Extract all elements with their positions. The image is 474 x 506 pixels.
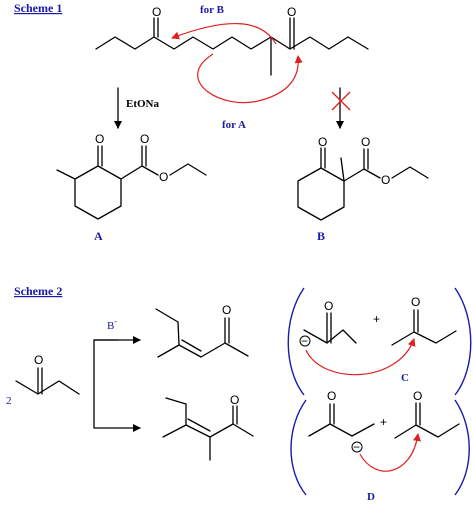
- diester-starting-material: O O: [95, 5, 369, 76]
- butanone-d-oxygen: O: [413, 389, 422, 403]
- enolate-d-structure: O −: [308, 389, 375, 454]
- product-1-oxygen: O: [222, 303, 231, 317]
- product-b-ester-oxygen: O: [381, 173, 390, 187]
- product-b-structure: O O O: [297, 135, 429, 221]
- reagent-label: EtONa: [126, 98, 160, 110]
- stoichiometric-coefficient: 2: [6, 395, 12, 407]
- enolate-d-oxygen: O: [327, 389, 336, 403]
- bracket-d: [290, 399, 470, 496]
- plus-sign-d: +: [380, 415, 387, 429]
- product-b-ketone-oxygen: O: [318, 135, 327, 149]
- enolate-c-charge: −: [301, 334, 308, 348]
- bracket-c: [287, 287, 472, 396]
- carbonyl-oxygen-right: O: [287, 5, 296, 19]
- aldol-condensation-product-1: O: [155, 303, 249, 358]
- product-a-structure: O O O: [56, 132, 207, 220]
- scheme2-title: Scheme 2: [14, 284, 62, 298]
- label-for-b: for B: [200, 4, 225, 16]
- butanone-c-oxygen: O: [411, 295, 420, 309]
- mechanism-arrow-d: [359, 433, 421, 472]
- blocked-cross-mark: [331, 91, 351, 111]
- enolate-c-structure: O −: [299, 299, 357, 348]
- mechanism-arrow-for-a: [197, 53, 303, 104]
- aldol-condensation-product-2: O: [162, 393, 254, 461]
- mechanism-arrow-for-b: [171, 23, 277, 45]
- scheme1-title: Scheme 1: [14, 1, 62, 15]
- butanone-oxygen: O: [34, 353, 43, 367]
- label-c: C: [401, 372, 409, 384]
- butanone-electrophile-d: O: [394, 389, 460, 439]
- butanone-reactant: O: [15, 353, 80, 395]
- butanone-electrophile-c: O: [391, 295, 457, 346]
- enolate-d-charge: −: [353, 440, 360, 454]
- label-for-a: for A: [222, 119, 246, 131]
- product-b-ester-carbonyl-oxygen: O: [361, 135, 370, 149]
- product-a-ester-carbonyl-oxygen: O: [140, 132, 149, 146]
- product-2-oxygen: O: [230, 393, 239, 407]
- branching-reaction-arrows: [93, 336, 141, 432]
- label-d: D: [367, 491, 375, 503]
- mechanism-arrow-c: [305, 338, 416, 376]
- base-label: B-: [107, 317, 117, 332]
- product-a-ester-oxygen: O: [159, 170, 168, 184]
- plus-sign-c: +: [373, 312, 380, 326]
- enolate-c-oxygen: O: [324, 299, 333, 313]
- product-a-label: A: [94, 229, 103, 243]
- carbonyl-oxygen-left: O: [152, 5, 161, 19]
- product-b-label: B: [317, 229, 325, 243]
- product-a-ketone-oxygen: O: [95, 132, 104, 146]
